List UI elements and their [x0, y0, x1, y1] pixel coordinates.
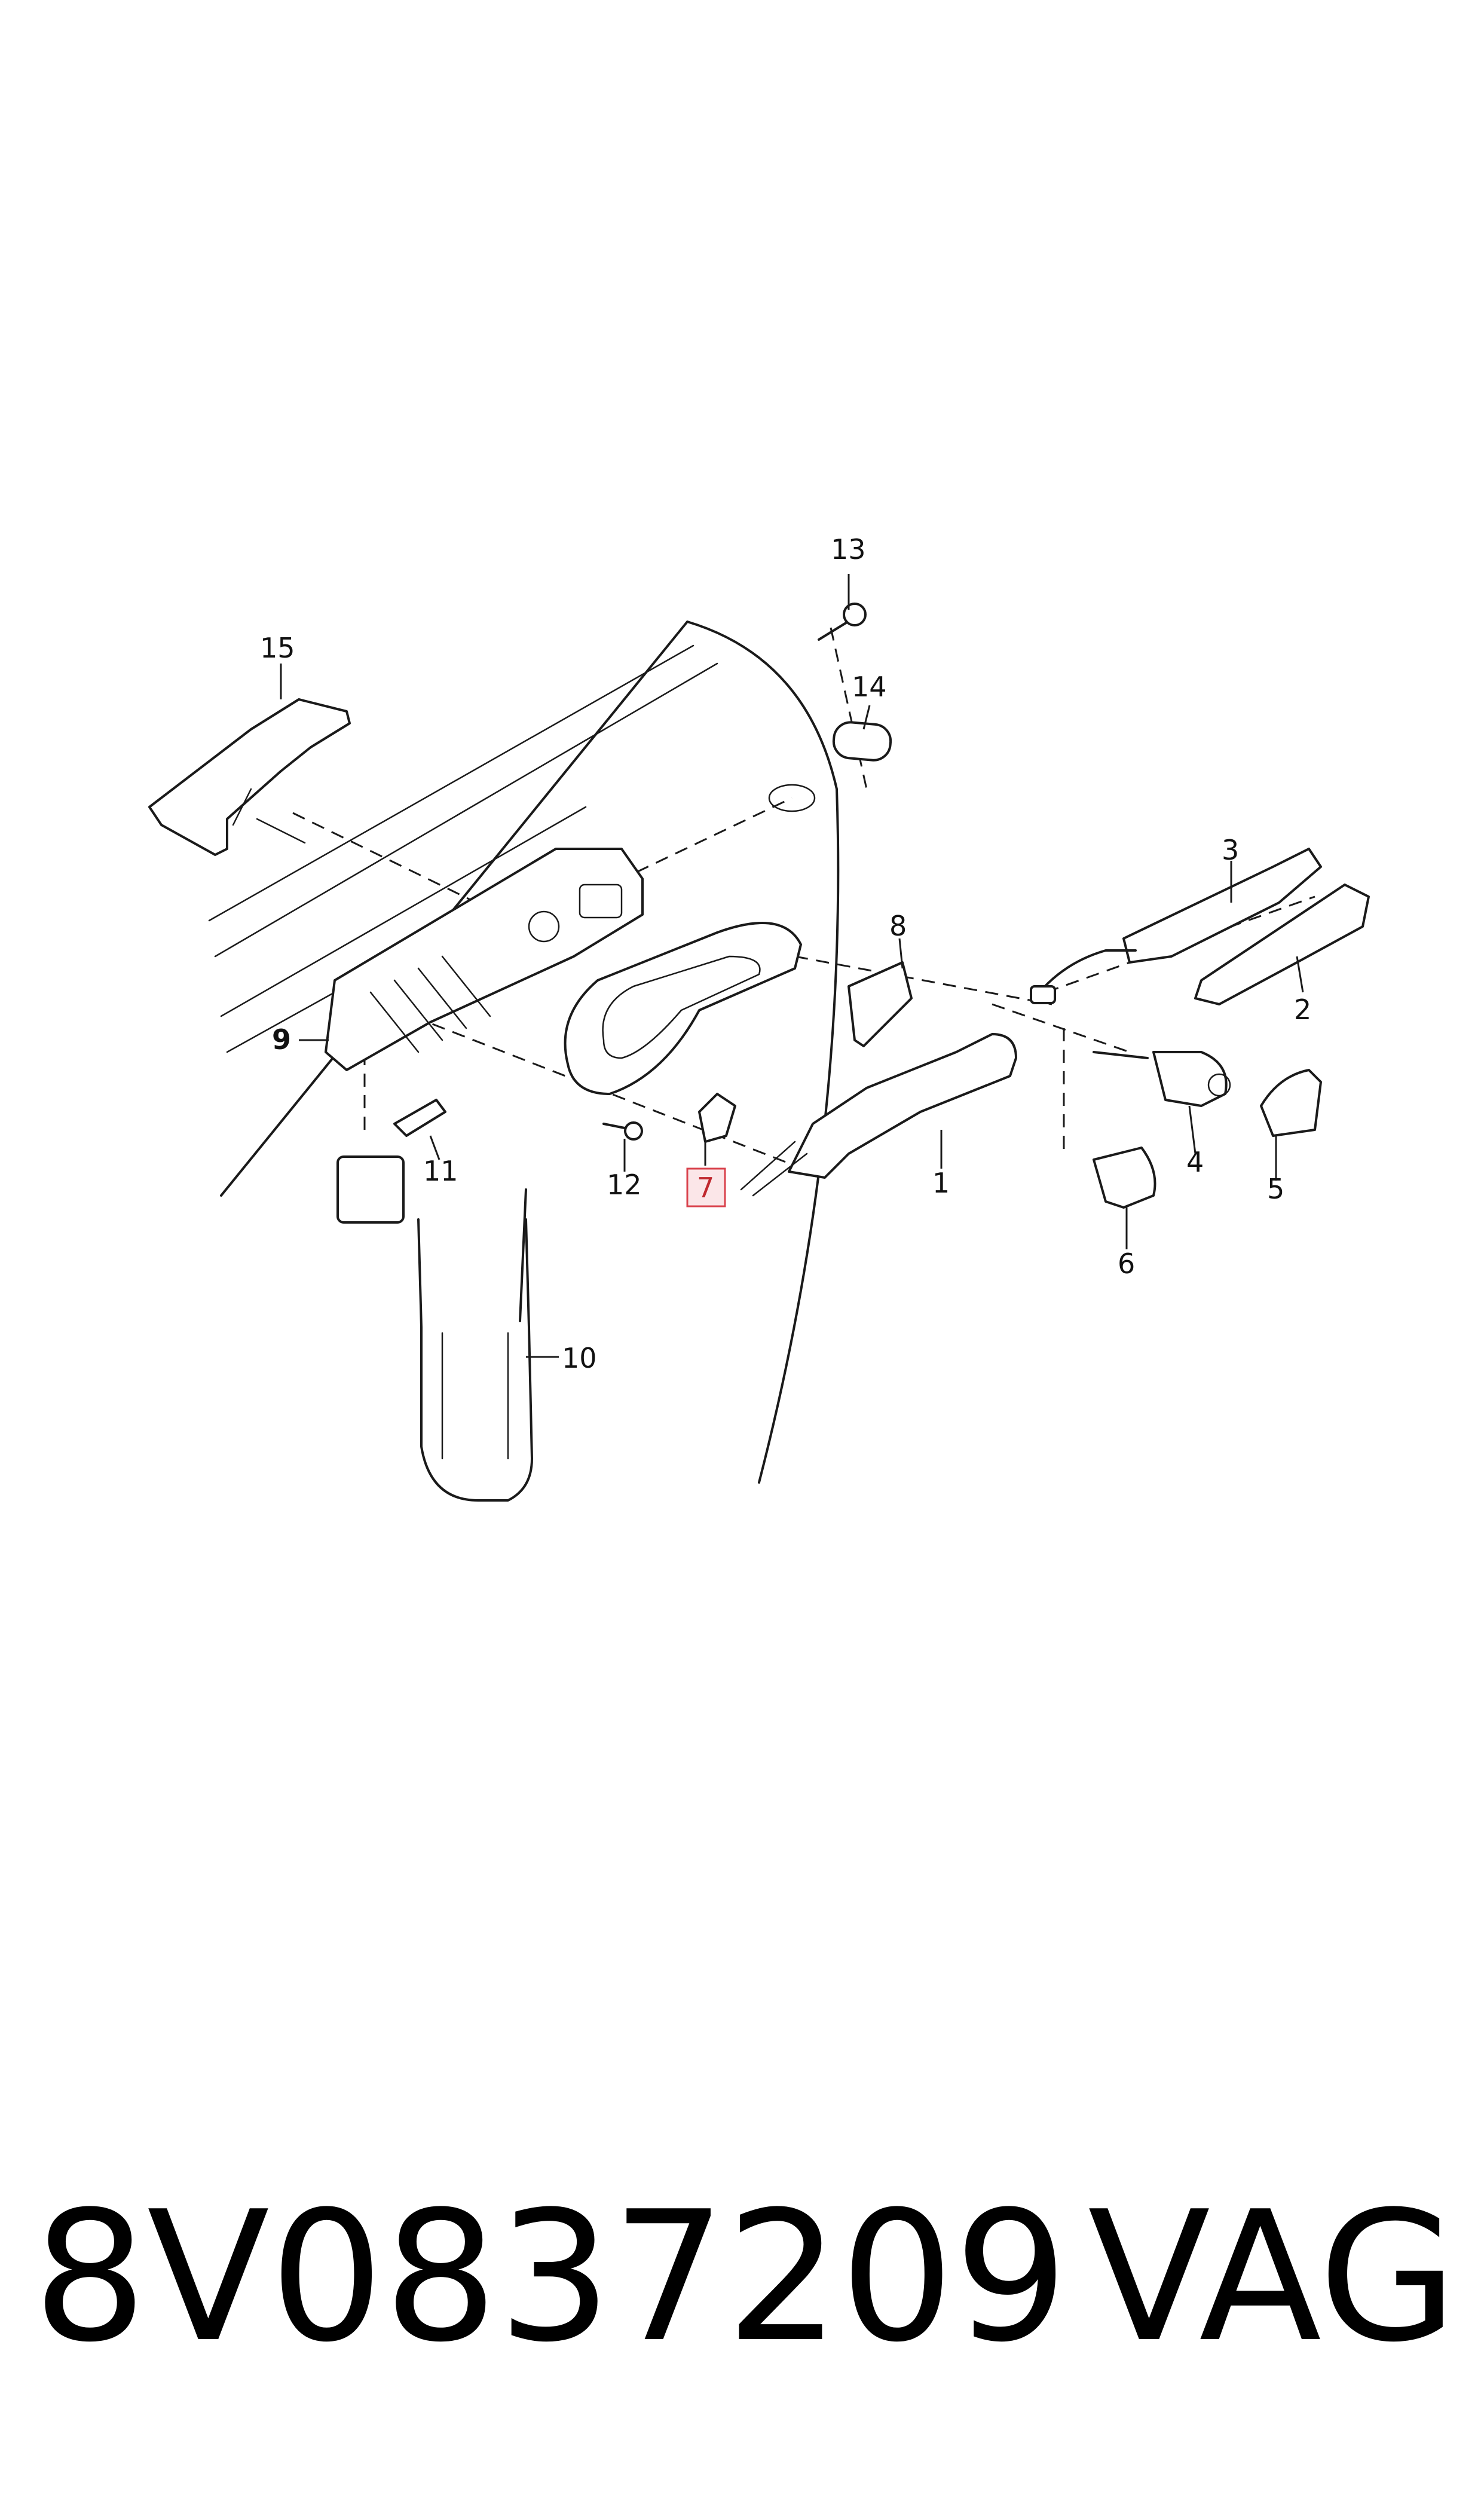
callout-15: 15: [260, 632, 295, 664]
trim-strip-3: [1122, 848, 1322, 964]
callout-6: 6: [1118, 1248, 1135, 1280]
cap-6: [1093, 1147, 1156, 1209]
outer-handle: [740, 1033, 1017, 1197]
callout-2: 2: [1294, 993, 1311, 1026]
grommet-14: [832, 721, 892, 762]
trim-strip-2: [1194, 883, 1370, 1005]
handle-carrier: [325, 848, 644, 1071]
carrier-cover: [148, 698, 351, 856]
callout-5: 5: [1267, 1173, 1284, 1205]
door-panel: [208, 620, 840, 1484]
brand-name: VAG: [1088, 2173, 1458, 2382]
leader-lines: [280, 574, 1304, 1358]
wire-harness: [1030, 949, 1137, 1004]
callout-4: 4: [1186, 1146, 1204, 1178]
clip-7: [698, 1093, 736, 1143]
callout-13: 13: [831, 533, 866, 565]
handle-recess: [564, 922, 802, 1095]
callout-7-highlight: [686, 1167, 726, 1207]
gasket-8: [847, 961, 913, 1047]
callout-labels: 13 15 14 3 8 2 9 1 4 5 6 7 12 11 10: [260, 533, 1311, 1374]
clip-11: [393, 1099, 446, 1137]
screw-13: [818, 603, 867, 641]
callout-10: 10: [562, 1342, 597, 1374]
callout-11: 11: [423, 1155, 458, 1187]
callout-8: 8: [889, 910, 907, 942]
callout-3: 3: [1222, 834, 1239, 866]
callout-9: 9: [272, 1023, 291, 1056]
callout-12: 12: [607, 1169, 642, 1201]
part-number: 8V0837209: [33, 2173, 1069, 2382]
screw-12: [602, 1121, 643, 1141]
bowden-cable: [336, 1155, 533, 1502]
callout-1: 1: [932, 1167, 950, 1199]
lock-cylinder: [1093, 1051, 1231, 1107]
callout-14: 14: [852, 671, 887, 703]
cap-5: [1260, 1069, 1322, 1137]
callout-7: 7: [697, 1172, 714, 1204]
